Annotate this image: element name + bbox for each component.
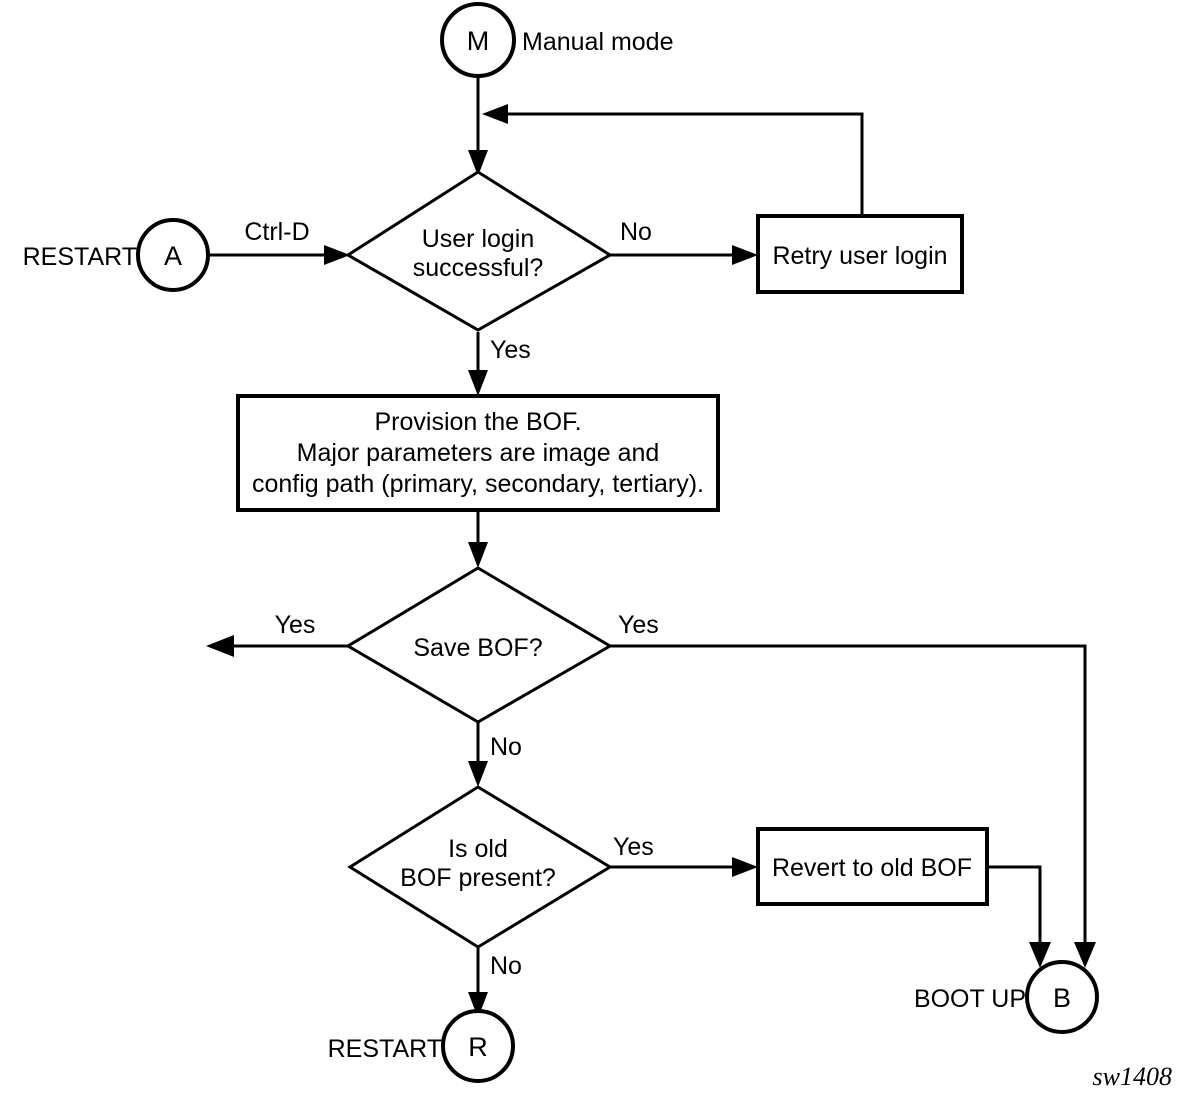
edge-savebof-yes-right-to-b xyxy=(610,644,1096,968)
edge-login-no-to-retry xyxy=(610,245,758,265)
edge-label-ctrl-d: Ctrl-D xyxy=(244,218,309,246)
edge-label-login-yes: Yes xyxy=(490,336,531,364)
node-user-login-decision[interactable]: User login successful? xyxy=(345,170,613,332)
edge-label-savebof-yes-right: Yes xyxy=(618,611,659,639)
node-restart-r-connector[interactable]: R xyxy=(441,1009,515,1083)
user-login-decision-line1: User login xyxy=(422,225,535,253)
edge-retry-feedback-loop xyxy=(482,104,864,216)
node-provision-bof[interactable]: Provision the BOF. Major parameters are … xyxy=(236,394,720,512)
old-bof-decision-line1: Is old xyxy=(448,835,508,863)
node-restart-a-connector[interactable]: A xyxy=(136,218,210,292)
manual-mode-label: Manual mode xyxy=(522,28,673,56)
provision-bof-line2: Major parameters are image and xyxy=(297,439,660,467)
provision-bof-line3: config path (primary, secondary, tertiar… xyxy=(252,470,704,498)
edge-restart-a-to-login xyxy=(208,245,350,265)
restart-r-marker: R xyxy=(468,1032,488,1062)
edge-label-oldbof-yes: Yes xyxy=(613,833,654,861)
edge-provision-to-savebof xyxy=(468,510,488,568)
edge-label-savebof-yes-left: Yes xyxy=(275,611,316,639)
node-old-bof-decision[interactable]: Is old BOF present? xyxy=(347,785,613,949)
revert-old-bof-label: Revert to old BOF xyxy=(772,854,972,882)
edge-login-yes-to-provision xyxy=(468,332,488,396)
manual-mode-marker: M xyxy=(467,26,490,56)
edge-revert-to-b xyxy=(987,865,1051,968)
edge-savebof-yes-left xyxy=(206,635,348,657)
user-login-decision-line2: successful? xyxy=(413,254,544,282)
edge-label-oldbof-no: No xyxy=(490,952,522,980)
restart-a-marker: A xyxy=(164,241,182,271)
boot-up-label: BOOT UP xyxy=(914,985,1026,1013)
edge-oldbof-yes-to-revert xyxy=(610,857,758,877)
edge-manual-to-login xyxy=(468,76,488,176)
restart-r-label: RESTART xyxy=(328,1035,442,1063)
node-revert-old-bof[interactable]: Revert to old BOF xyxy=(756,827,989,906)
node-manual-mode-connector[interactable]: M xyxy=(440,2,516,78)
boot-up-b-marker: B xyxy=(1053,983,1071,1013)
node-boot-up-b-connector[interactable]: B xyxy=(1025,960,1099,1034)
edge-label-savebof-no: No xyxy=(490,733,522,761)
save-bof-decision-label: Save BOF? xyxy=(413,634,542,662)
retry-user-login-label: Retry user login xyxy=(772,242,947,270)
restart-a-label: RESTART xyxy=(23,243,137,271)
figure-watermark: sw1408 xyxy=(1093,1062,1172,1091)
node-save-bof-decision[interactable]: Save BOF? xyxy=(345,566,613,724)
edge-savebof-no-to-oldbof xyxy=(468,722,488,787)
provision-bof-line1: Provision the BOF. xyxy=(374,408,581,436)
node-retry-user-login[interactable]: Retry user login xyxy=(756,214,964,294)
old-bof-decision-line2: BOF present? xyxy=(400,864,556,892)
edge-oldbof-no-to-restart-r xyxy=(468,947,488,1018)
edge-label-login-no: No xyxy=(620,218,652,246)
